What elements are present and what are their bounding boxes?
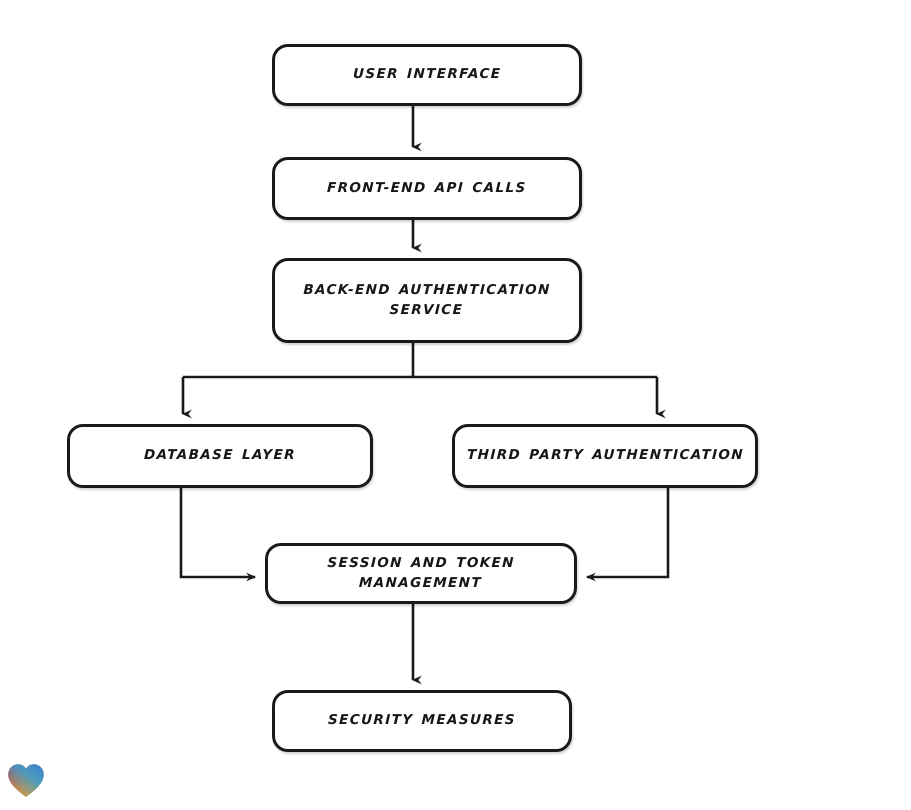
node-label: Session and Token Management: [327, 554, 516, 591]
node-label: Back-End Authentication Service: [303, 281, 552, 318]
node-session-and-token-management[interactable]: Session and Token Management: [265, 543, 577, 604]
node-third-party-authentication[interactable]: Third Party Authentication: [452, 424, 758, 488]
node-label: Database Layer: [143, 447, 297, 464]
heart-logo: [8, 764, 44, 797]
node-frontend-api-calls[interactable]: Front-End API Calls: [272, 157, 582, 220]
node-security-measures[interactable]: Security Measures: [272, 690, 572, 752]
node-database-layer[interactable]: Database Layer: [67, 424, 373, 488]
node-backend-authentication-service[interactable]: Back-End Authentication Service: [272, 258, 582, 343]
node-label: User Interface: [352, 66, 502, 83]
node-user-interface[interactable]: User Interface: [272, 44, 582, 106]
node-label: Front-End API Calls: [326, 179, 528, 196]
node-label: Third Party Authentication: [466, 447, 744, 464]
edge-thirdparty-to-session: [585, 488, 670, 582]
node-label: Security Measures: [327, 712, 517, 729]
edge-database-to-session: [179, 488, 257, 582]
